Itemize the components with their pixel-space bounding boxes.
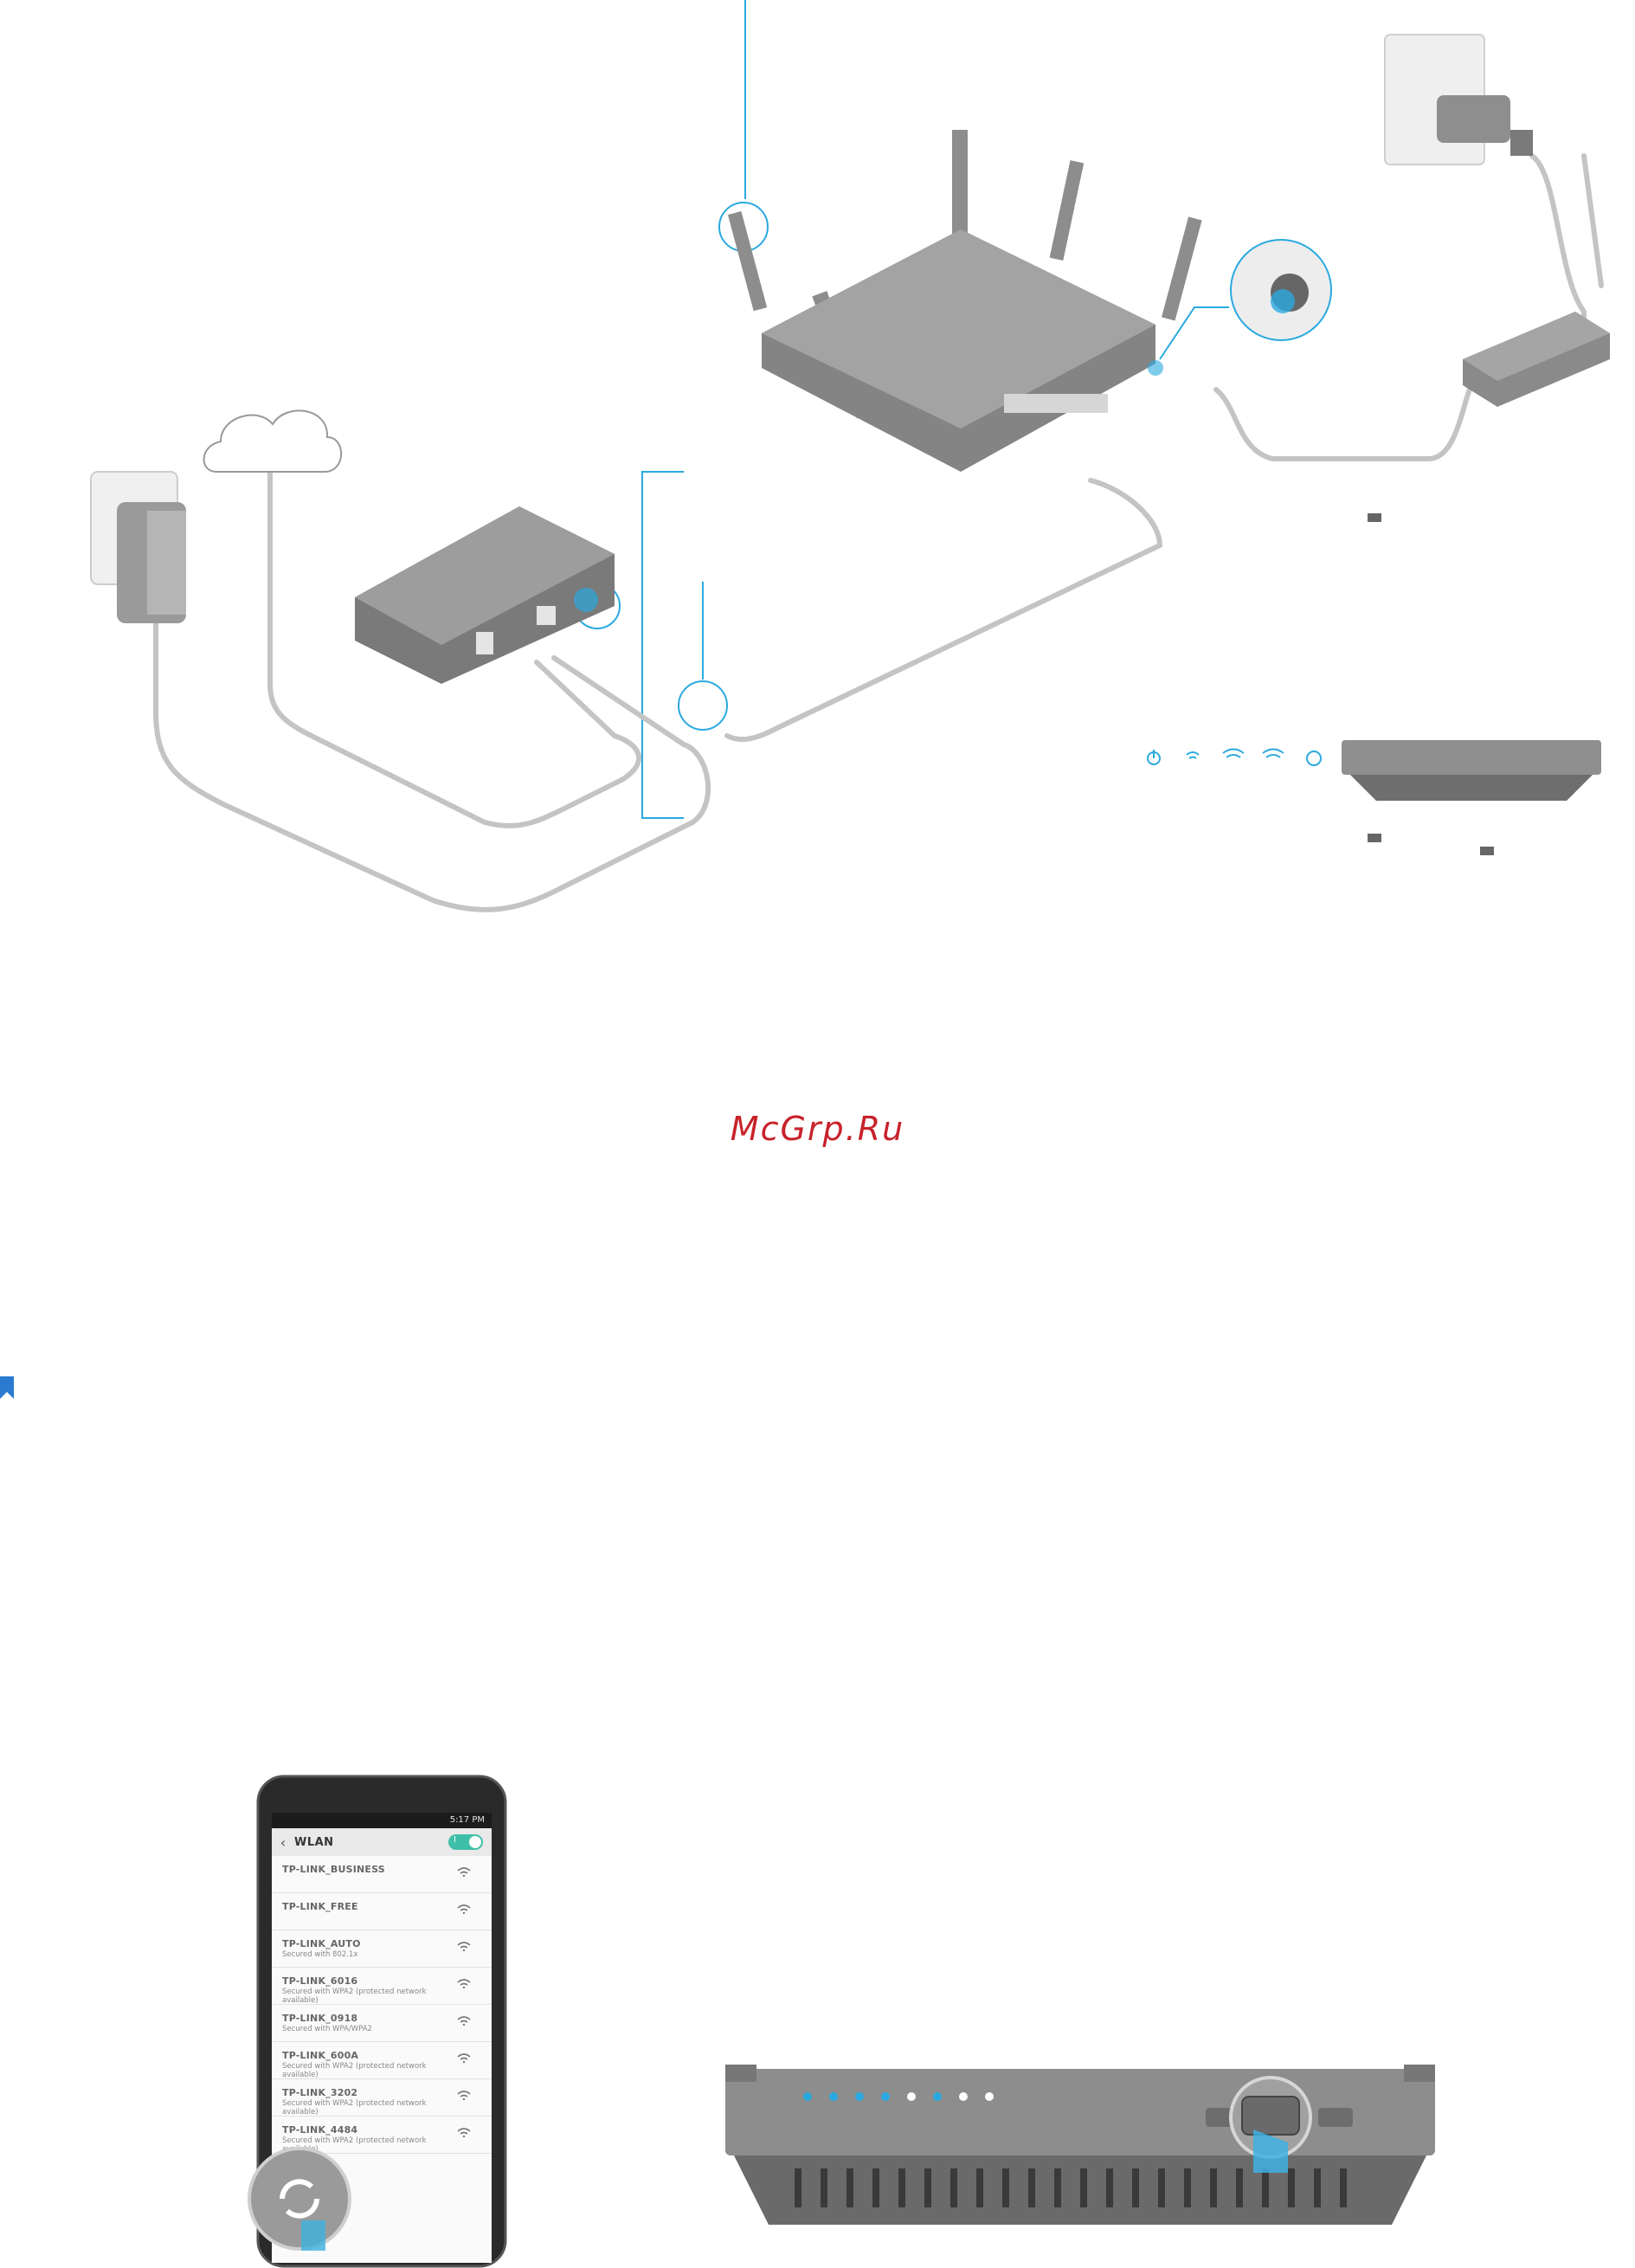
wifi-5g1-icon xyxy=(1222,748,1245,758)
network-security: Secured with WPA/WPA2 xyxy=(282,2025,372,2033)
wifi-24-icon xyxy=(1186,751,1200,759)
bookmark-icon xyxy=(0,1376,14,1399)
wifi-signal-icon xyxy=(457,2016,471,2026)
cables xyxy=(153,153,1604,912)
modem xyxy=(355,506,615,684)
wps-touch-overlay xyxy=(248,2147,351,2251)
network-security: Secured with WPA2 (protected network ava… xyxy=(282,1988,427,2005)
network-item[interactable]: TP-LINK_FREE xyxy=(272,1893,492,1930)
wps-button[interactable] xyxy=(1241,2096,1300,2136)
led-button[interactable] xyxy=(1318,2108,1353,2127)
router-front-panel xyxy=(725,2065,1435,2225)
network-name: TP-LINK_600A xyxy=(282,2050,359,2061)
finger-press xyxy=(1253,2129,1288,2173)
router-front-panel-small xyxy=(1342,513,1601,855)
wifi-signal-icon xyxy=(457,1867,471,1877)
status-bar: 5:17 PM xyxy=(272,1813,492,1828)
wifi-signal-icon xyxy=(457,2128,471,2137)
back-arrow-icon[interactable]: ‹ xyxy=(280,1833,286,1851)
network-security: Secured with WPA2 (protected network ava… xyxy=(282,2062,427,2079)
network-item[interactable]: TP-LINK_BUSINESS xyxy=(272,1856,492,1893)
internet-cloud xyxy=(203,409,343,473)
toggle-label: I xyxy=(454,1835,456,1845)
connection-diagram xyxy=(90,0,1610,912)
network-name: TP-LINK_0918 xyxy=(282,2013,358,2024)
network-security: Secured with WPA2 (protected network ava… xyxy=(282,2099,427,2117)
router-power-adapter xyxy=(1463,312,1610,407)
front-leds xyxy=(803,2092,994,2101)
power-icon xyxy=(1147,750,1161,765)
led-icons-row xyxy=(1147,748,1322,766)
router xyxy=(727,130,1202,472)
status-time: 5:17 PM xyxy=(449,1815,485,1825)
wlan-header: ‹ WLAN I xyxy=(272,1828,492,1856)
network-name: TP-LINK_AUTO xyxy=(282,1938,361,1949)
wlan-toggle[interactable]: I xyxy=(448,1834,483,1850)
wifi-signal-icon xyxy=(457,1904,471,1914)
wlan-title: WLAN xyxy=(294,1835,334,1849)
watermark-text: McGrp.Ru xyxy=(730,1110,905,1148)
modem-power-adapter xyxy=(90,471,186,623)
network-name: TP-LINK_6016 xyxy=(282,1975,358,1987)
wps-icon xyxy=(1306,751,1322,766)
wifi-signal-icon xyxy=(457,1979,471,1988)
network-name: TP-LINK_BUSINESS xyxy=(282,1864,385,1875)
network-name: TP-LINK_3202 xyxy=(282,2087,358,2098)
power-port-zoom xyxy=(1230,239,1332,341)
network-list: TP-LINK_BUSINESS TP-LINK_FREE TP-LINK_AUTO… xyxy=(272,1856,492,2154)
wall-socket xyxy=(1384,34,1533,165)
network-security: Secured with 802.1x xyxy=(282,1950,358,1959)
network-name: TP-LINK_FREE xyxy=(282,1901,358,1912)
wifi-signal-icon xyxy=(457,1942,471,1951)
wifi-signal-icon xyxy=(457,2053,471,2063)
network-name: TP-LINK_4484 xyxy=(282,2124,358,2136)
wifi-5g2-icon xyxy=(1262,748,1284,758)
wifi-signal-icon xyxy=(457,2091,471,2100)
